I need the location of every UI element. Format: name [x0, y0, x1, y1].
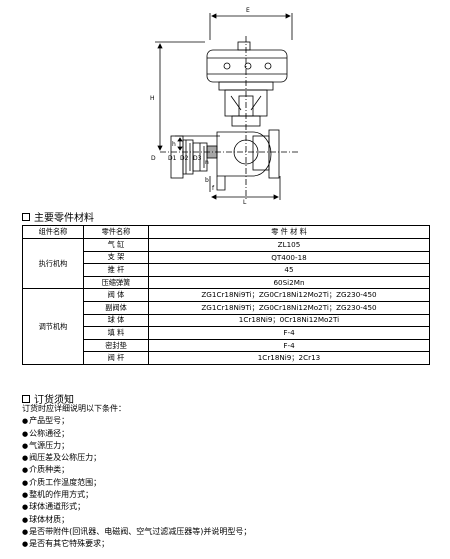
dim-label-D: D — [151, 155, 156, 162]
list-item: 是否有其它特殊要求； — [22, 538, 251, 550]
list-item: 整机的作用方式； — [22, 489, 251, 501]
square-bullet-icon — [22, 212, 30, 221]
group-name: 调节机构 — [22, 288, 84, 365]
part-material: ZG1Cr18Ni9Ti；ZG0Cr18Ni12Mo2Ti；ZG230-450 — [148, 288, 430, 302]
part-material: QT400-18 — [148, 250, 430, 265]
header-part: 零件名称 — [83, 225, 149, 239]
table-header-row: 组件名称 零件名称 零 件 材 料 — [22, 225, 430, 239]
part-name: 阀 杆 — [83, 351, 149, 365]
part-name: 推 杆 — [83, 263, 149, 277]
part-material: F-4 — [148, 326, 430, 340]
dim-label-b: b — [205, 177, 209, 184]
dim-label-h: h — [172, 141, 176, 148]
table-row: 执行机构 气 缸 ZL105 — [22, 237, 430, 290]
list-item: 产品型号； — [22, 415, 251, 427]
part-name: 气 缸 — [83, 238, 149, 252]
part-name: 球 体 — [83, 313, 149, 328]
list-item: 介质工作温度范围； — [22, 477, 251, 489]
dim-label-f: f — [212, 185, 215, 192]
header-component: 组件名称 — [22, 225, 84, 239]
list-item: 阀压差及公称压力； — [22, 452, 251, 464]
square-bullet-icon — [22, 394, 30, 403]
part-material: ZL105 — [148, 238, 430, 252]
list-item: 介质种类； — [22, 464, 251, 476]
table-row: 副阀体 ZG1Cr18Ni9Ti；ZG0Cr18Ni12Mo2Ti；ZG230-… — [23, 300, 430, 315]
list-item: 公称通径； — [22, 428, 251, 440]
list-item: 球体材质； — [22, 514, 251, 526]
part-name: 密封垫 — [83, 338, 149, 353]
list-item: 是否带附件(回讯器、电磁阀、空气过滤减压器等)并说明型号； — [22, 526, 251, 538]
table-row: 压缩弹簧 60Si2Mn — [23, 275, 430, 290]
list-item: 气源压力； — [22, 440, 251, 452]
part-material: 1Cr18Ni9；2Cr13 — [148, 351, 430, 365]
part-material: ZG1Cr18Ni9Ti；ZG0Cr18Ni12Mo2Ti；ZG230-450 — [148, 300, 430, 315]
part-name: 副阀体 — [83, 300, 149, 315]
order-intro: 订货时应详细说明以下条件： — [22, 404, 126, 413]
part-material: 60Si2Mn — [148, 275, 430, 290]
table-row: 密封垫 F-4 — [23, 338, 430, 353]
table-row: 支 架 QT400-18 — [23, 250, 430, 265]
table-row: 填 料 F-4 — [23, 326, 430, 340]
header-material: 零 件 材 料 — [148, 225, 430, 239]
dim-label-H: H — [150, 95, 155, 102]
part-material: 1Cr18Ni9；0Cr18Ni12Mo2Ti — [148, 313, 430, 328]
table-row: 阀 杆 1Cr18Ni9；2Cr13 — [23, 351, 430, 365]
dim-label-L: L — [243, 199, 247, 205]
part-name: 填 料 — [83, 326, 149, 340]
dim-label-D3: D3 — [193, 155, 202, 162]
group-name: 执行机构 — [22, 237, 84, 290]
valve-dimension-drawing: E H h D D1 D2 D3 n b f L — [150, 7, 300, 205]
part-name: 阀 体 — [83, 288, 149, 302]
table-row: 球 体 1Cr18Ni9；0Cr18Ni12Mo2Ti — [23, 313, 430, 328]
parts-material-table: 组件名称 零件名称 零 件 材 料 执行机构 气 缸 ZL105 支 架 QT4… — [22, 225, 430, 365]
dim-label-D1: D1 — [168, 155, 177, 162]
list-item: 球体通道形式； — [22, 501, 251, 513]
dim-label-n: n — [205, 159, 209, 166]
dim-label-E: E — [246, 7, 250, 14]
part-name: 压缩弹簧 — [83, 275, 149, 290]
order-requirements-list: 订货时应详细说明以下条件： 产品型号； 公称通径； 气源压力； 阀压差及公称压力… — [22, 403, 251, 551]
table-row: 调节机构 阀 体 ZG1Cr18Ni9Ti；ZG0Cr18Ni12Mo2Ti；Z… — [22, 288, 430, 365]
part-material: 45 — [148, 263, 430, 277]
part-material: F-4 — [148, 338, 430, 353]
dim-label-D2: D2 — [180, 155, 189, 162]
table-row: 推 杆 45 — [23, 263, 430, 277]
parts-section-title: 主要零件材料 — [22, 209, 94, 224]
order-section-title: 订货须知 — [22, 391, 74, 406]
part-name: 支 架 — [83, 250, 149, 265]
